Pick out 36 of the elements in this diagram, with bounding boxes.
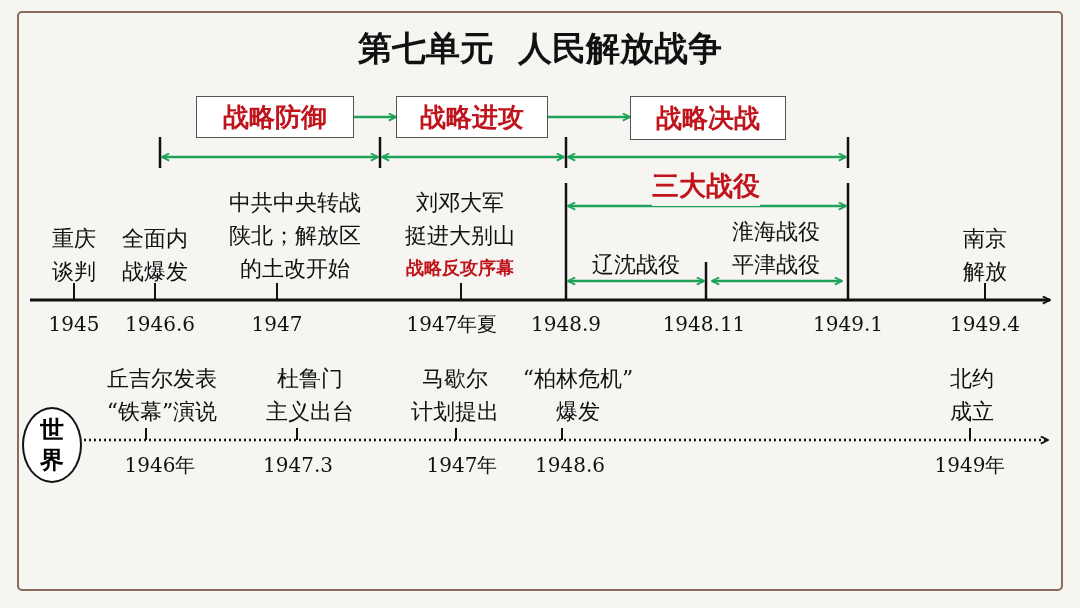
arrow: [354, 112, 397, 122]
event-label: 刘邓大军挺进大别山: [405, 189, 515, 250]
title: 第七单元 人民解放战争: [358, 27, 722, 70]
event-label: 丘吉尔发表“铁幕”演说: [106, 365, 218, 426]
event-label: 重庆谈判: [52, 225, 96, 286]
phase-box: [396, 96, 548, 138]
date-label: 1947: [251, 311, 303, 338]
date-label: 1946.6: [125, 311, 195, 338]
event-label: 平津战役: [732, 251, 820, 279]
date-label: 1945: [48, 311, 100, 338]
phase-box: [196, 96, 354, 138]
phase-label: 战略决战: [656, 101, 760, 135]
date-label: 1949.1: [813, 311, 883, 338]
date-label: 1948.6: [535, 452, 605, 479]
date-label: 1948.11: [662, 311, 746, 338]
date-label: 1947年夏: [406, 311, 498, 338]
event-label: 南京解放: [963, 225, 1007, 286]
event-label: “柏林危机”爆发: [522, 365, 634, 426]
event-label: 辽沈战役: [592, 251, 680, 279]
date-label: 1947年: [426, 452, 498, 479]
event-label: 淮海战役: [732, 218, 820, 246]
date-label: 1946年: [124, 452, 196, 479]
phase-label: 战略防御: [223, 100, 327, 134]
date-label: 1947.3: [263, 452, 333, 479]
date-label: 1949.4: [950, 311, 1020, 338]
date-label: 1948.9: [531, 311, 601, 338]
event-label: 北约成立: [950, 365, 994, 426]
phase-box: [630, 96, 786, 140]
event-label: 中共中央转战陕北；解放区的土改开始: [229, 189, 361, 283]
date-label: 1949年: [934, 452, 1006, 479]
event-label: 杜鲁门主义出台: [266, 365, 354, 426]
phase-label: 战略进攻: [420, 100, 524, 134]
arrow: [548, 112, 631, 122]
world-label: 世界: [40, 415, 64, 475]
event-label: 马歇尔计划提出: [411, 365, 499, 426]
event-label: 全面内战爆发: [122, 225, 188, 286]
